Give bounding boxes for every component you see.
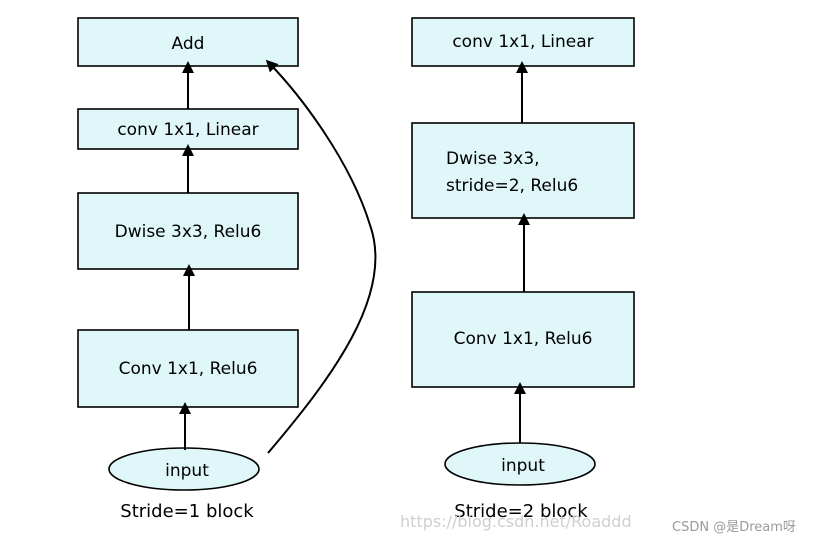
conv1x1-linear-label: conv 1x1, Linear — [117, 120, 258, 140]
watermark-credit: CSDN @是Dream呀 — [672, 520, 796, 535]
conv1x1-relu6-node — [77, 329, 299, 408]
residual-shortcut-arrow — [265, 59, 377, 454]
right-conv1x1-linear-node — [411, 17, 635, 67]
stride1-caption: Stride=1 block — [120, 501, 254, 522]
add-node — [77, 17, 299, 67]
add-node-label: Add — [172, 34, 205, 54]
stride2-caption: Stride=2 block — [454, 501, 588, 522]
right-dwise-label-line2: stride=2, Relu6 — [446, 176, 578, 196]
stride1-block: Add conv 1x1, Linear Dwise 3x3, Relu6 Co… — [77, 17, 377, 522]
right-conv1x1-linear-label: conv 1x1, Linear — [452, 32, 593, 52]
input-label: input — [165, 461, 209, 481]
stride2-block: conv 1x1, Linear Dwise 3x3, stride=2, Re… — [411, 17, 635, 522]
conv1x1-linear-node — [77, 108, 299, 150]
right-dwise-node — [411, 122, 635, 219]
right-dwise-label-line1: Dwise 3x3, — [446, 149, 540, 169]
right-input-label: input — [501, 456, 545, 476]
dwise-label: Dwise 3x3, Relu6 — [115, 222, 262, 242]
conv1x1-relu6-label: Conv 1x1, Relu6 — [119, 359, 258, 379]
right-conv1x1-relu6-label: Conv 1x1, Relu6 — [454, 329, 593, 349]
watermark-url: https://blog.csdn.net/Roaddd — [400, 512, 632, 531]
